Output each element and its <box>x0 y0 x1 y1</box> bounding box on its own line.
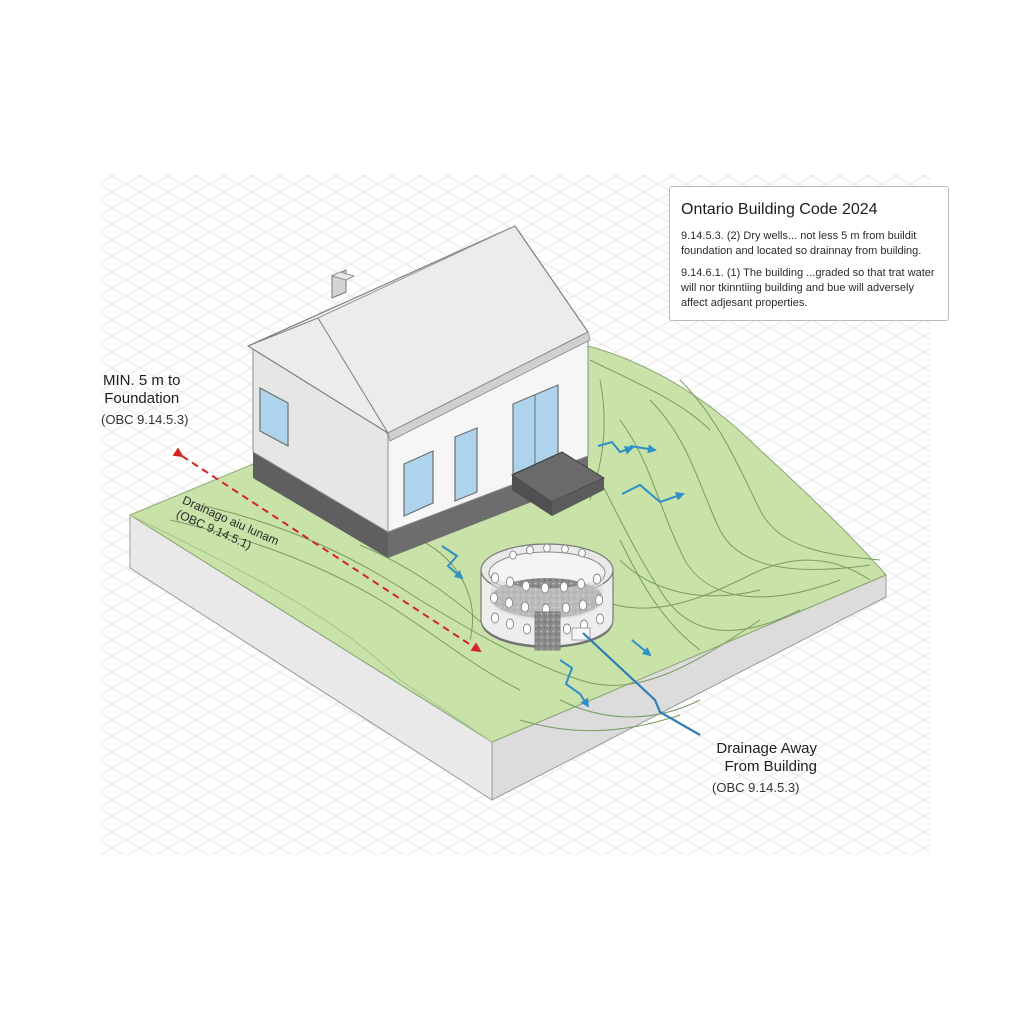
drainage-away-label: Drainage Away From Building <box>707 740 817 776</box>
side-window <box>259 386 289 448</box>
surface-flow-arrows <box>441 440 685 708</box>
front-window-center <box>454 427 478 502</box>
drainage-away-line2: From Building <box>724 758 817 775</box>
building-code-callout: Ontario Building Code 2024 9.14.5.3. (2)… <box>669 186 949 321</box>
outlet-pipe <box>582 632 701 736</box>
code-clause-dry-wells: 9.14.5.3. (2) Dry wells... not less 5 m … <box>681 230 922 257</box>
min-distance-label: MIN. 5 m to Foundation <box>103 372 181 408</box>
min-distance-line1: MIN. 5 m to <box>103 372 181 389</box>
dry-well <box>480 543 614 651</box>
code-title: Ontario Building Code 2024 <box>681 201 878 218</box>
code-clause-grading: 9.14.6.1. (1) The building ...graded so … <box>681 267 935 309</box>
min-distance-line2: Foundation <box>104 390 180 407</box>
min-distance-reference: (OBC 9.14.5.3) <box>101 412 189 427</box>
drainage-away-line1: Drainage Away <box>716 740 817 757</box>
drainage-away-reference: (OBC 9.14.5.3) <box>712 780 800 795</box>
